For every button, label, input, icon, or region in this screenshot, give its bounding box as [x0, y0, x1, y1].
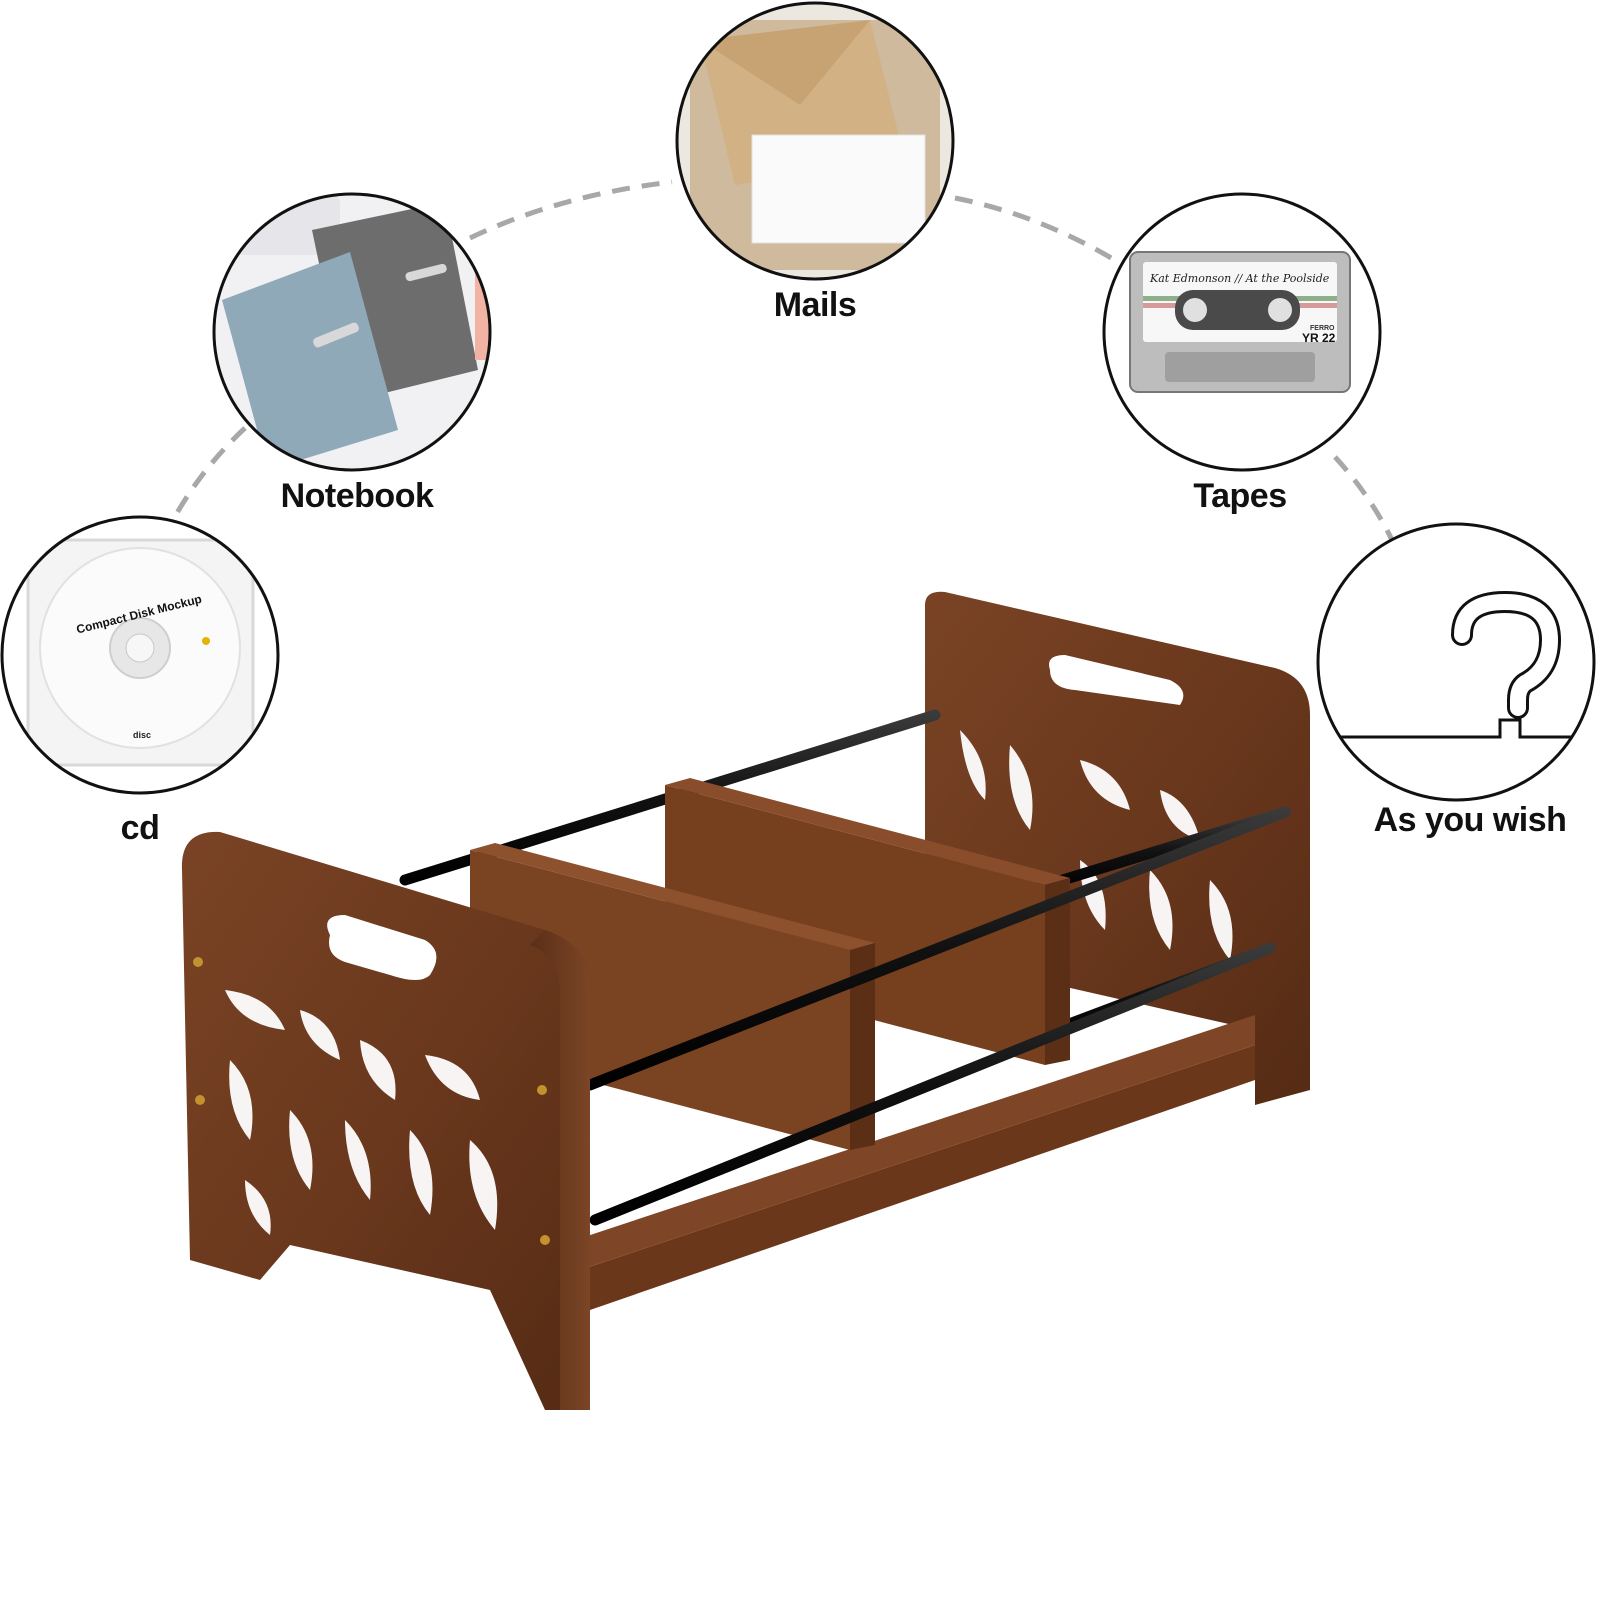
metal-rods-front [584, 806, 1291, 1226]
tape-brand: FERRO [1310, 325, 1335, 332]
cassette-tape-icon: Kat Edmonson // At the Poolside FERRO YR… [1102, 192, 1382, 472]
divider-panel-rear [665, 785, 1045, 1065]
label-tapes: Tapes [1193, 477, 1287, 515]
dashed-connector-arc [169, 179, 1395, 542]
front-end-panel [181, 831, 590, 1410]
compact-disc-icon: Compact Disk Mockup disc [0, 515, 280, 795]
tape-handwritten-title: Kat Edmonson // At the Poolside [1149, 272, 1330, 285]
question-mark-icon [1316, 522, 1596, 802]
mails-icon [675, 1, 955, 281]
label-cd: cd [120, 809, 160, 847]
label-notebook: Notebook [280, 477, 434, 515]
cd-disc-mark: disc [133, 730, 151, 740]
tape-model: YR 22 [1302, 331, 1336, 345]
base-shelf [580, 1045, 1255, 1310]
notebook-icon [212, 192, 492, 472]
label-as-you-wish: As you wish [1373, 801, 1567, 839]
wooden-desktop-rack [181, 591, 1310, 1410]
label-mails: Mails [773, 286, 857, 324]
